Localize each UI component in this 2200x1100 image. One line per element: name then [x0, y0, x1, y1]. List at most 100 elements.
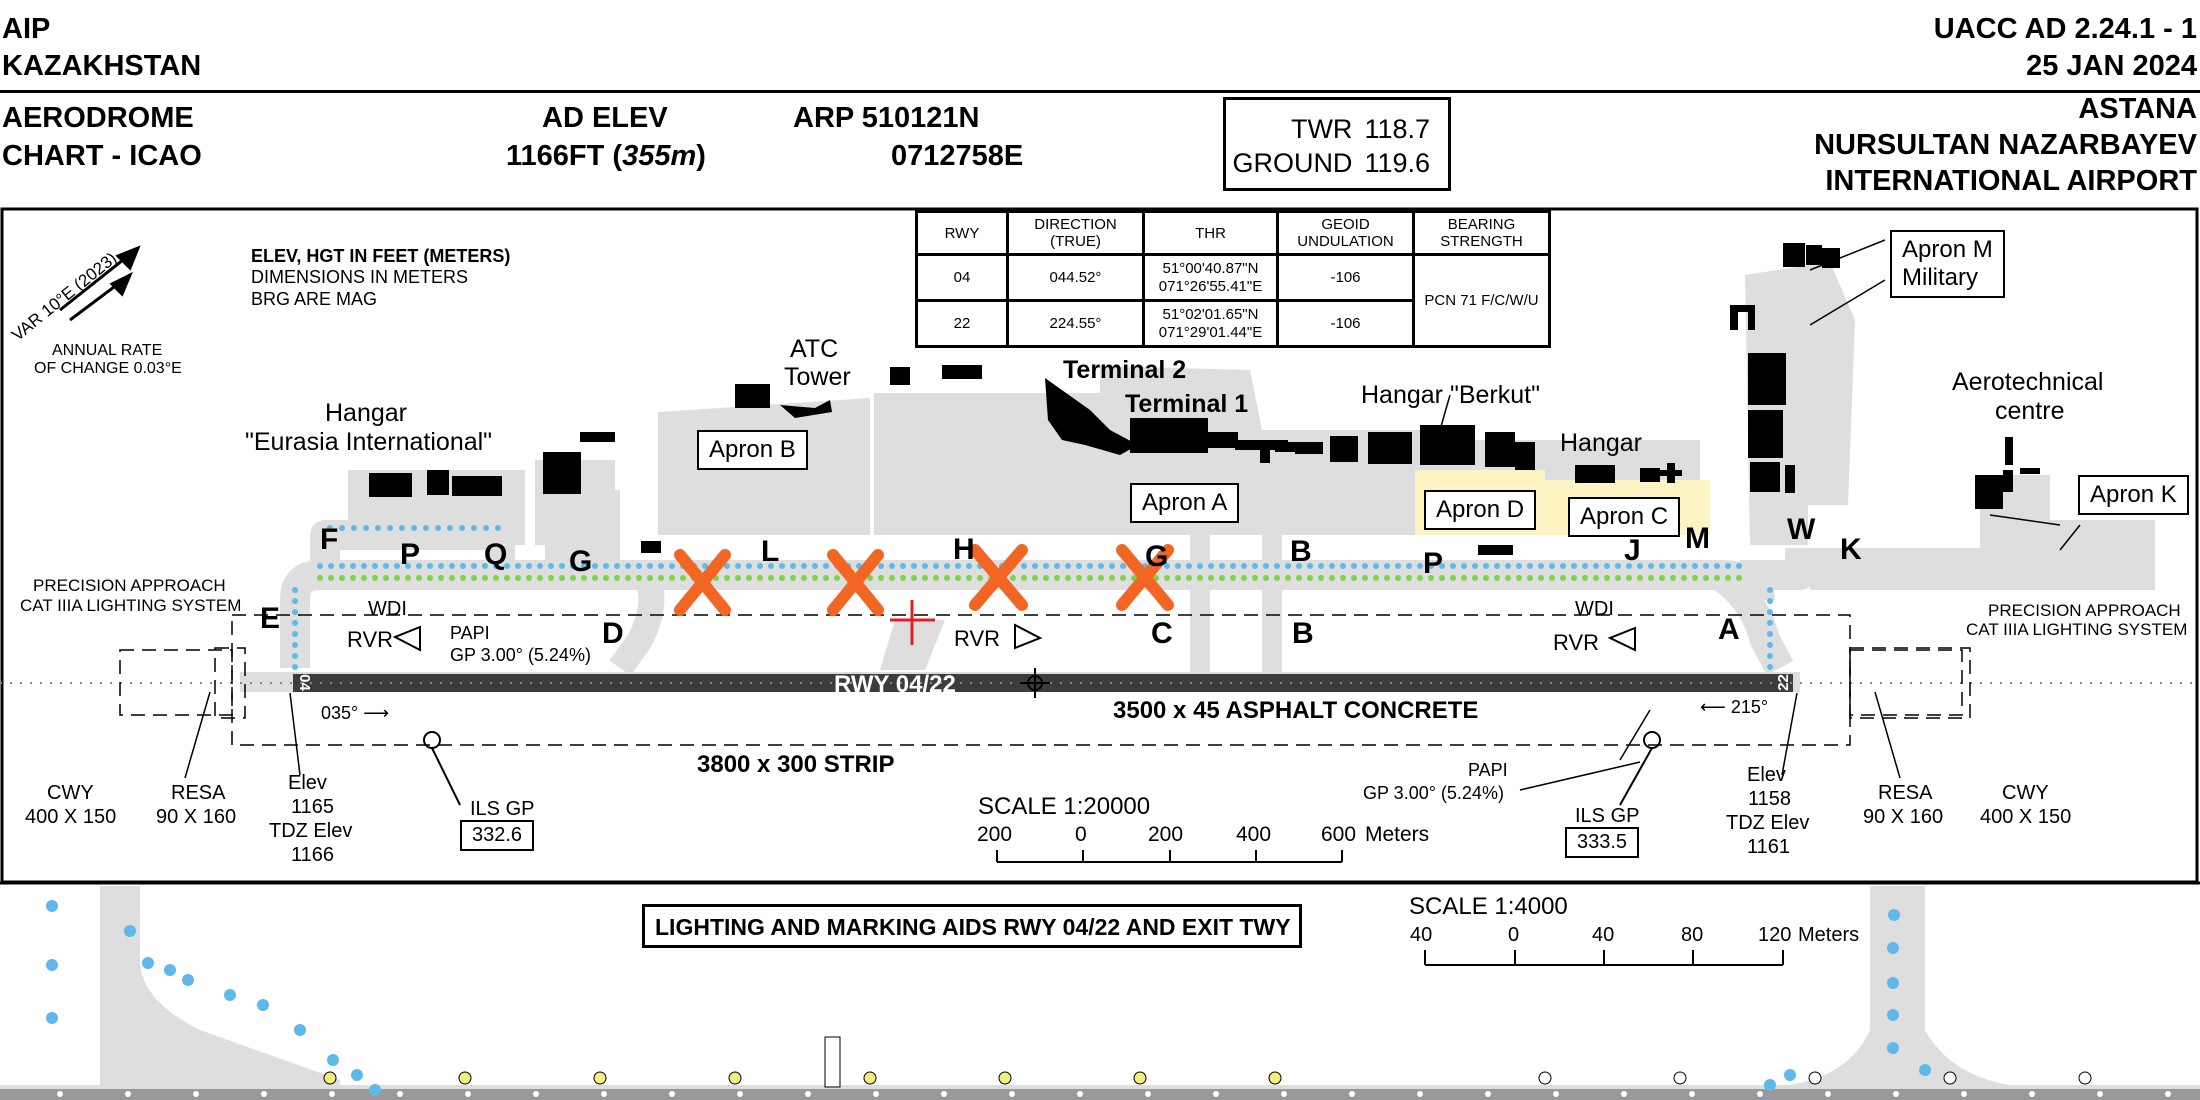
light-dot	[625, 563, 631, 569]
elev-right-4: 1161	[1747, 836, 1791, 858]
light-dot	[317, 575, 323, 581]
light-dot	[570, 563, 576, 569]
light-dot	[581, 563, 587, 569]
elev-left-2: 1165	[291, 796, 335, 818]
ils-right-1: ILS GP	[1575, 805, 1640, 827]
light-dot	[801, 563, 807, 569]
runway-strip	[119, 614, 1971, 746]
light-dot	[812, 575, 818, 581]
light-dot	[1054, 575, 1060, 581]
inset-light-dot	[224, 989, 236, 1001]
light-dot	[1538, 575, 1544, 581]
light-dot	[292, 620, 298, 626]
light-dot	[460, 563, 466, 569]
inset-light-dot	[1553, 1091, 1559, 1097]
inset-tick-1: 0	[1508, 924, 1520, 946]
inset-light-dot	[182, 974, 194, 986]
light-dot	[1571, 575, 1577, 581]
light-dot	[724, 563, 730, 569]
col-bearing: BEARING STRENGTH	[1412, 210, 1551, 256]
light-dot	[1252, 575, 1258, 581]
inset-tick-2: 40	[1592, 924, 1615, 946]
light-dot	[757, 575, 763, 581]
light-dot	[1197, 563, 1203, 569]
arp-lat: ARP 510121N	[793, 102, 980, 134]
light-dot	[1582, 563, 1588, 569]
header-divider	[0, 90, 2200, 93]
light-dot	[1406, 575, 1412, 581]
ad-elev-label: AD ELEV	[542, 102, 668, 134]
light-dot	[1703, 575, 1709, 581]
light-dot	[1725, 575, 1731, 581]
inset-light-dot	[257, 999, 269, 1011]
rvr-markers	[392, 623, 1636, 652]
light-dot	[878, 563, 884, 569]
light-dot	[603, 575, 609, 581]
inset-light-dot	[465, 1091, 471, 1097]
taxiway-d: D	[602, 617, 624, 650]
light-dot	[515, 563, 521, 569]
light-dot	[292, 664, 298, 670]
scale-unit: Meters	[1365, 823, 1430, 846]
inset-light-dot	[1268, 1071, 1282, 1085]
chart-title-1: AERODROME	[2, 102, 194, 134]
light-dot	[438, 563, 444, 569]
inset-light-dot	[1808, 1071, 1822, 1085]
light-dot	[363, 525, 369, 531]
rwy-22-marking: 22	[1774, 674, 1792, 691]
inset-light-dot	[46, 1012, 58, 1024]
light-dot	[636, 563, 642, 569]
light-dot	[493, 575, 499, 581]
light-dot	[427, 575, 433, 581]
light-dot	[1767, 609, 1773, 615]
light-dot	[1767, 587, 1773, 593]
light-dot	[900, 575, 906, 581]
inset-light-dot	[1887, 942, 1899, 954]
light-dot	[361, 563, 367, 569]
resa-left-2: 90 X 160	[156, 806, 237, 828]
light-dot	[1626, 575, 1632, 581]
inset-light-dot	[57, 1091, 63, 1097]
inset-light-dot	[1621, 1091, 1627, 1097]
light-dot	[416, 575, 422, 581]
light-dot	[449, 575, 455, 581]
inset-light-dot	[2165, 1091, 2171, 1097]
rvr-center: RVR	[954, 626, 1001, 651]
light-dot	[1384, 575, 1390, 581]
leader-lines	[184, 239, 2081, 791]
light-dot	[375, 525, 381, 531]
light-dot	[1714, 563, 1720, 569]
light-dot	[1428, 563, 1434, 569]
light-dot	[339, 563, 345, 569]
scale-bar-inset	[1424, 950, 1784, 966]
light-dot	[447, 525, 453, 531]
inset-light-dot	[1887, 1009, 1899, 1021]
light-dot	[339, 575, 345, 581]
light-dot	[647, 575, 653, 581]
light-dot	[1010, 575, 1016, 581]
light-dot	[1164, 563, 1170, 569]
light-dot	[1285, 563, 1291, 569]
inset-light-dot	[1485, 1091, 1491, 1097]
light-dot	[423, 525, 429, 531]
light-dot	[471, 563, 477, 569]
inset-light-dot	[1077, 1091, 1083, 1097]
twy-c-area	[1190, 530, 1210, 680]
twy-b-area	[1262, 530, 1282, 680]
light-dot	[1076, 575, 1082, 581]
atc-tower-label-2: Tower	[784, 363, 851, 391]
inset-light-dot	[1538, 1071, 1552, 1085]
aerotech-label-1: Aerotechnical	[1952, 368, 2104, 396]
light-dot	[735, 575, 741, 581]
light-dot	[339, 525, 345, 531]
inset-light-dot	[941, 1091, 947, 1097]
light-dot	[1186, 563, 1192, 569]
inset-light-dot	[329, 1091, 335, 1097]
light-dot	[1725, 563, 1731, 569]
light-dot	[1767, 653, 1773, 659]
light-dot	[680, 575, 686, 581]
light-dot	[495, 525, 501, 531]
light-dot	[1362, 563, 1368, 569]
